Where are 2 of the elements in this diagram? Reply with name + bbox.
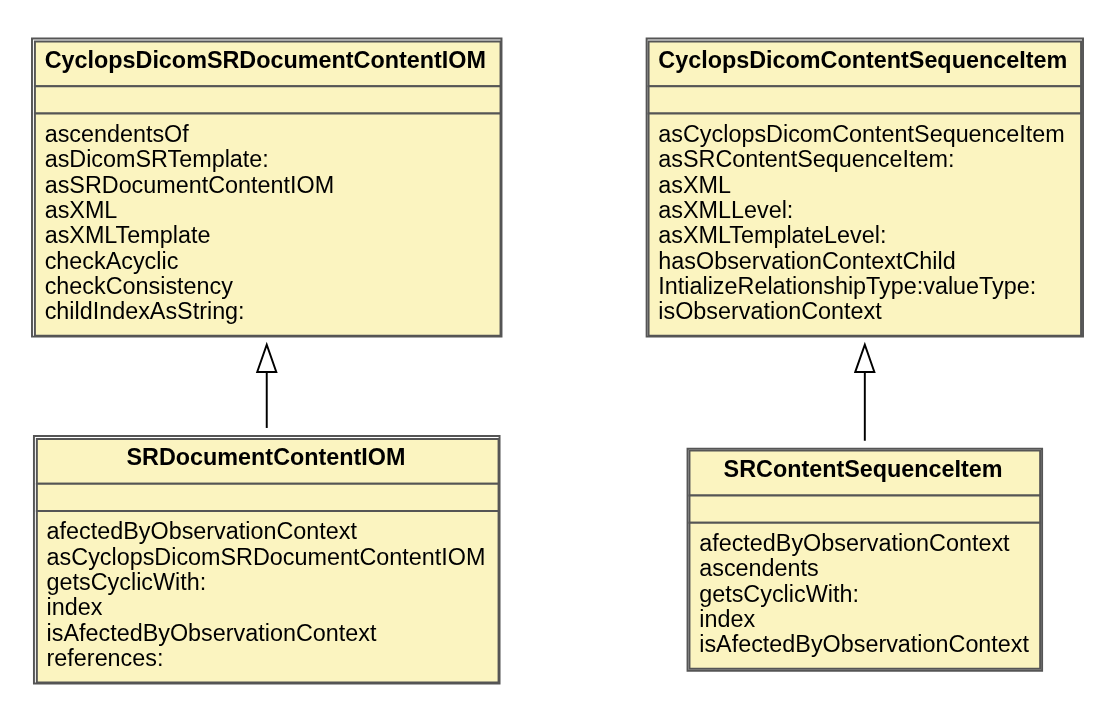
arrow xyxy=(255,341,278,429)
arrow xyxy=(853,341,876,442)
